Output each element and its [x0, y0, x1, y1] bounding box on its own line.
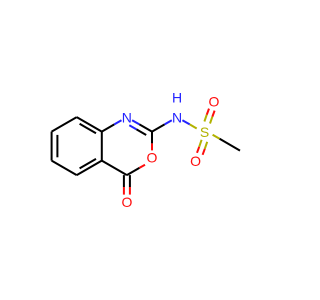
atom-label-ring-oxygen: O — [147, 150, 158, 166]
bond-nh-s-nitrogen — [181, 119, 191, 126]
bond-s-o-upper-oxygen-1 — [205, 108, 210, 115]
bond-s-ch3-carbon — [219, 137, 241, 152]
bond-n-c2-nitrogen-inner — [128, 124, 138, 131]
molecule-canvas: N O O N H S O O — [50, 89, 241, 210]
atom-label-amide-nitrogen: N — [172, 109, 182, 125]
atom-label-carbonyl-oxygen: O — [121, 194, 132, 210]
structure-diagram: N O O N H S O O — [50, 89, 241, 210]
bond-s-o-lower-oxygen-1 — [196, 146, 201, 154]
atom-label-sulfur: S — [200, 124, 209, 140]
atom-label-ring-nitrogen: N — [122, 109, 132, 125]
bond-o1-c4-carbon — [126, 167, 140, 176]
bond-benzene-5 — [76, 116, 103, 133]
atom-label-sulfonyl-oxygen-upper: O — [208, 94, 219, 110]
bond-s-o-lower-oxygen-2 — [201, 148, 206, 156]
bond-s-o-upper-sulfur-1 — [203, 114, 208, 122]
bond-benzene-6 — [51, 116, 78, 133]
bond-benzene-3 — [76, 159, 103, 176]
bond-s-o-lower-sulfur-2 — [203, 141, 209, 150]
bond-benzene-inner-3 — [79, 122, 97, 135]
bond-c8a-n-nitrogen — [113, 119, 123, 126]
bond-benzene-2 — [51, 159, 78, 176]
bond-s-o-lower-sulfur-1 — [198, 139, 203, 148]
bond-c4-c4a — [101, 159, 128, 176]
bond-benzene-inner-2 — [79, 158, 97, 170]
bond-c2-nh-carbon — [151, 123, 166, 133]
bond-nh-s-sulfur — [189, 123, 198, 130]
bond-c2-nh-nitrogen — [164, 119, 173, 126]
bond-n-c2-carbon — [138, 123, 153, 133]
bond-s-o-upper-oxygen-2 — [211, 110, 216, 117]
atom-label-amide-hydrogen: H — [172, 89, 182, 105]
bond-s-o-upper-sulfur-2 — [209, 116, 214, 124]
bond-o1-c4-oxygen — [138, 163, 146, 169]
bond-n-c2-nitrogen — [131, 119, 140, 126]
atom-label-sulfonyl-oxygen-lower: O — [190, 153, 201, 169]
bond-s-ch3-sulfur — [212, 133, 221, 140]
bond-c8a-n-carbon — [101, 123, 115, 133]
bond-n-c2-carbon-inner — [136, 128, 147, 136]
